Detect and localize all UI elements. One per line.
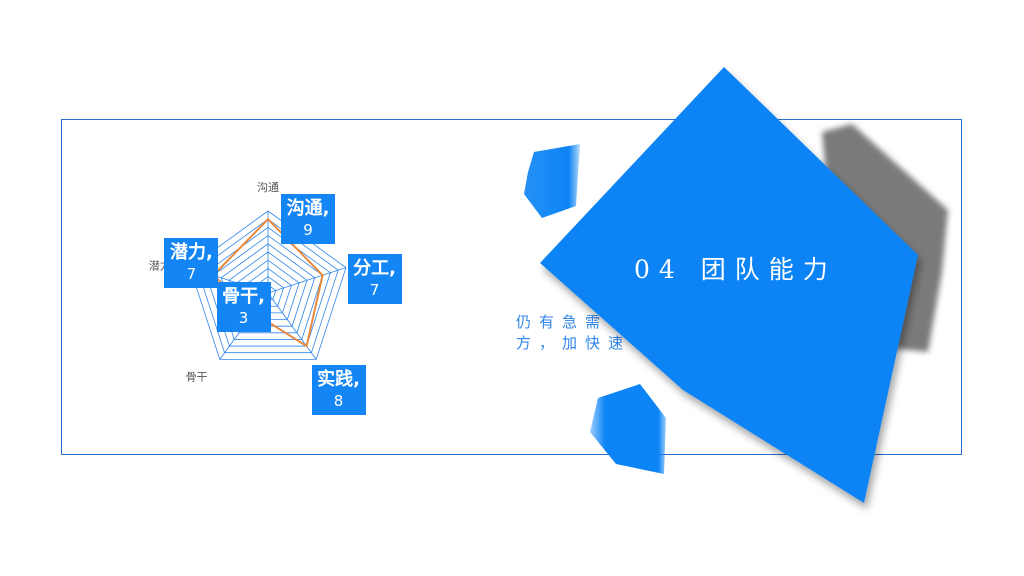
radar-grid-ring xyxy=(220,243,316,334)
series-polygon xyxy=(211,217,324,348)
data-label-category: 实践, xyxy=(317,369,360,391)
data-label-value: 9 xyxy=(303,221,313,240)
blue-main-shape xyxy=(540,67,918,503)
data-label-value: 7 xyxy=(369,281,380,300)
radar-grid-ring xyxy=(212,235,324,340)
data-label-category: 骨干, xyxy=(222,285,265,307)
decor-blob-top xyxy=(524,144,580,218)
radar-spoke xyxy=(267,292,317,360)
data-label-category: 潜力, xyxy=(169,242,213,264)
content-frame xyxy=(61,119,962,455)
data-label-value: 8 xyxy=(333,392,344,411)
body-text-line-1: 仍有急需 xyxy=(516,313,609,331)
data-label-1: 分工, 7 xyxy=(347,254,402,305)
body-text-line-2: 方，加快速 xyxy=(516,334,632,352)
radar-spoke xyxy=(267,267,347,294)
data-label-category: 分工, xyxy=(353,258,396,280)
decor-blob-bottom xyxy=(590,384,666,474)
axis-label-0: 沟通 xyxy=(257,181,279,194)
data-label-category: 沟通, xyxy=(286,198,330,220)
data-label-0: 沟通, 9 xyxy=(281,194,335,245)
body-text: 仍有急需 方，加快速 xyxy=(516,312,646,354)
data-label-4: 潜力, 7 xyxy=(164,238,219,289)
data-label-3: 骨干, 3 xyxy=(216,281,271,332)
data-label-value: 7 xyxy=(186,265,197,284)
slide-title: 04 团队能力 xyxy=(634,255,837,284)
data-label-2: 实践, 8 xyxy=(311,365,366,416)
data-label-value: 3 xyxy=(238,308,249,327)
axis-label-3: 骨干 xyxy=(186,371,208,384)
